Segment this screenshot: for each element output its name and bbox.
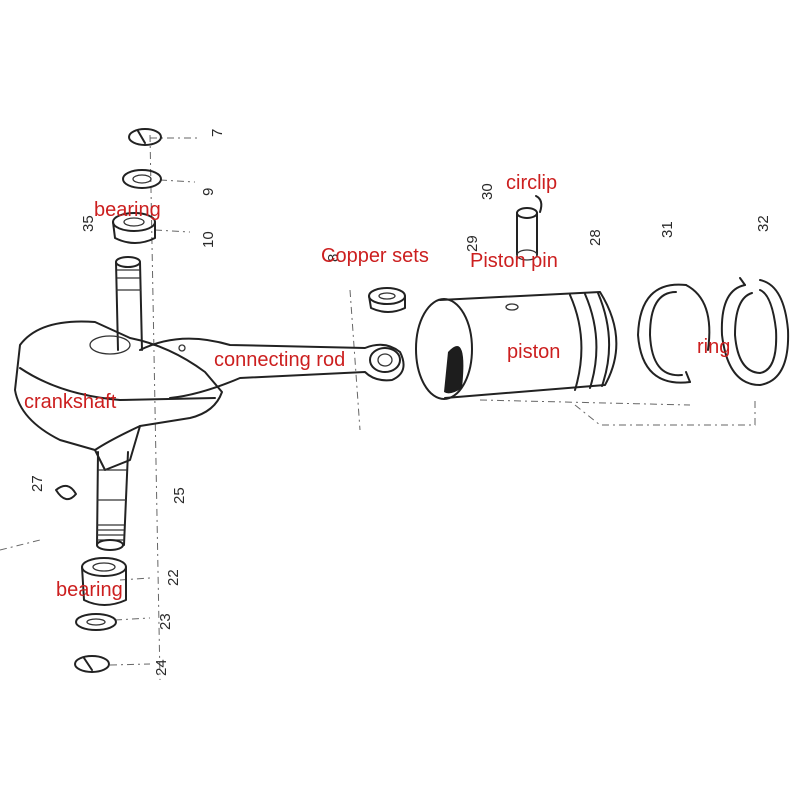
part-number-35: 35 — [80, 215, 97, 232]
annotation-labels: bearing Copper sets connecting rod crank… — [24, 172, 730, 601]
part-number-31: 31 — [659, 221, 676, 238]
part-number-8: 8 — [325, 254, 342, 262]
part-number-10: 10 — [200, 231, 217, 248]
label-ring: ring — [697, 336, 730, 358]
label-crankshaft: crankshaft — [24, 391, 117, 413]
ring-32-part — [720, 277, 790, 386]
washer-23 — [75, 613, 117, 631]
label-bearing-bottom: bearing — [56, 579, 123, 601]
washer-9 — [122, 169, 162, 189]
crankshaft-web — [14, 320, 223, 471]
label-piston: piston — [507, 341, 560, 363]
piston-part — [415, 291, 618, 400]
part-number-30: 30 — [479, 183, 496, 200]
label-connecting-rod: connecting rod — [214, 349, 345, 371]
circlip-24 — [74, 655, 110, 673]
part-number-28: 28 — [587, 229, 604, 246]
part-number-32: 32 — [755, 215, 772, 232]
crankshaft-lower-shaft — [96, 451, 129, 551]
part-number-23: 23 — [157, 613, 174, 630]
part-number-25: 25 — [171, 487, 188, 504]
label-circlip: circlip — [506, 172, 557, 194]
circlip-7 — [128, 128, 162, 146]
piston-pin-part — [516, 207, 538, 261]
ring-31-part — [637, 283, 711, 384]
part-number-22: 22 — [165, 569, 182, 586]
key-27 — [55, 484, 77, 501]
part-number-29: 29 — [464, 235, 481, 252]
label-piston-pin: Piston pin — [470, 250, 558, 272]
copper-sets-part — [368, 287, 406, 313]
crankshaft-upper-shaft — [115, 256, 143, 351]
label-bearing-top: bearing — [94, 199, 161, 221]
part-number-7: 7 — [209, 129, 226, 137]
label-copper-sets: Copper sets — [321, 245, 429, 267]
part-number-24: 24 — [153, 659, 170, 676]
circlip-30-part — [535, 195, 543, 213]
bearing-bottom-part — [81, 557, 127, 606]
part-number-27: 27 — [29, 475, 46, 492]
part-number-9: 9 — [200, 188, 217, 196]
connecting-rod-part — [139, 337, 405, 399]
bearing-top-part — [112, 212, 156, 244]
part-numbers: 7 9 10 35 8 30 29 28 31 32 27 25 22 23 2… — [29, 129, 772, 676]
